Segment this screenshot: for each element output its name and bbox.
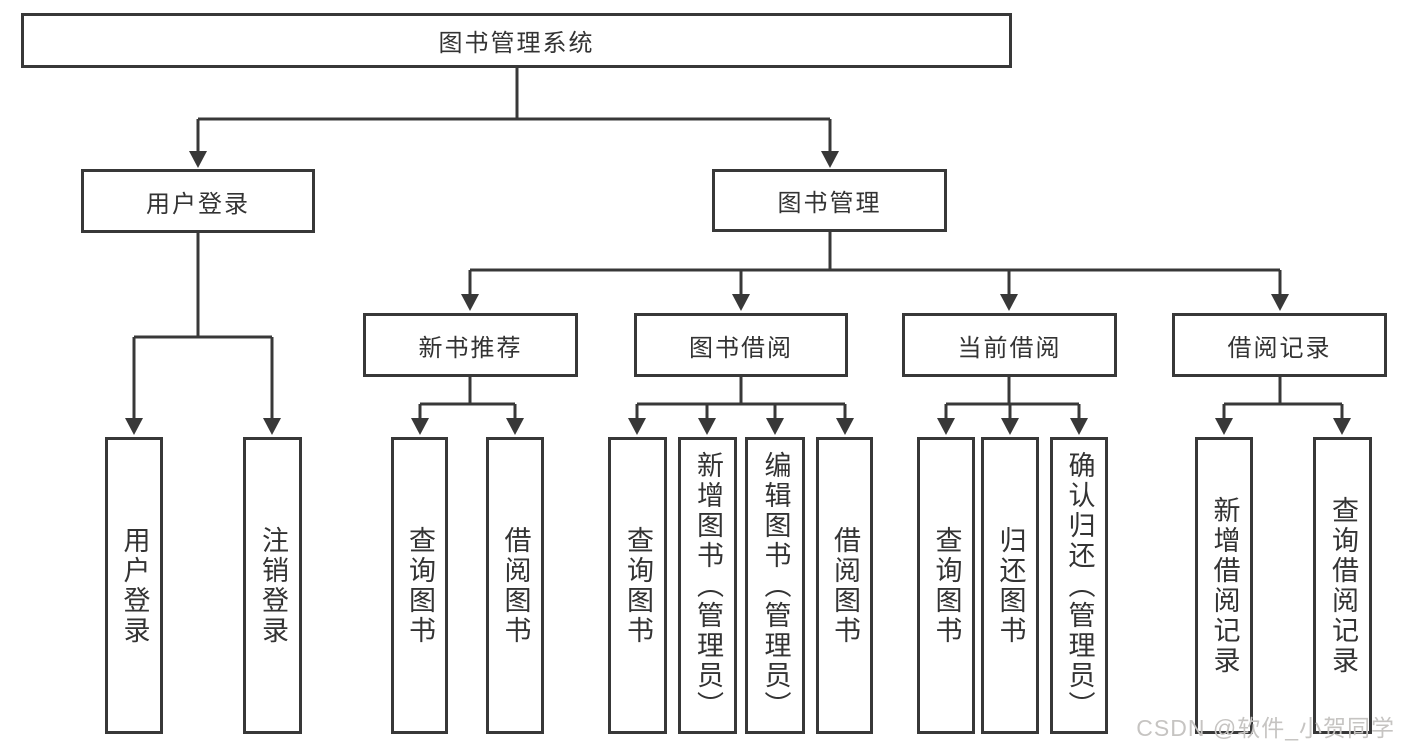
connector-user-to-leaves xyxy=(125,233,281,435)
connector-current-to-leaves xyxy=(937,377,1088,435)
node-library-management-system: 图书管理系统 xyxy=(21,13,1012,68)
node-borrow-records-label: 借阅记录 xyxy=(1227,334,1332,362)
leaf-add-borrow-record: 新增借阅记录 xyxy=(1195,437,1253,734)
leaf-logout-label: 注销登录 xyxy=(258,525,288,646)
leaf-recommend-borrow-books-label: 借阅图书 xyxy=(500,525,531,646)
leaf-return-books: 归还图书 xyxy=(981,437,1039,734)
node-library-management-system-label: 图书管理系统 xyxy=(438,30,595,57)
leaf-borrowing-query-books-label: 查询图书 xyxy=(623,525,653,646)
leaf-confirm-return-admin-label: 确认归还（管理员） xyxy=(1064,450,1095,721)
node-book-management-label: 图书管理 xyxy=(777,190,882,217)
connector-recommend-to-leaves xyxy=(411,377,524,435)
leaf-query-borrow-record-label: 查询借阅记录 xyxy=(1328,495,1358,676)
leaf-edit-books-admin-label: 编辑图书（管理员） xyxy=(760,450,791,721)
leaf-query-borrow-record: 查询借阅记录 xyxy=(1313,437,1372,734)
leaf-return-books-label: 归还图书 xyxy=(995,525,1026,646)
connector-management-to-sections xyxy=(461,232,1289,311)
csdn-watermark: CSDN @软件_小贺同学 xyxy=(1136,715,1395,741)
leaf-user-login-label: 用户登录 xyxy=(119,525,150,646)
leaf-borrowing-borrow-books-label: 借阅图书 xyxy=(830,525,860,646)
node-book-borrowing-label: 图书借阅 xyxy=(689,334,793,362)
node-current-borrowing: 当前借阅 xyxy=(902,313,1117,377)
connector-root-to-level2 xyxy=(189,68,839,168)
leaf-add-books-admin-label: 新增图书（管理员） xyxy=(693,450,723,721)
leaf-current-query-books: 查询图书 xyxy=(917,437,975,734)
leaf-edit-books-admin: 编辑图书（管理员） xyxy=(745,437,805,734)
leaf-current-query-books-label: 查询图书 xyxy=(931,525,962,646)
leaf-recommend-query-books: 查询图书 xyxy=(391,437,448,734)
leaf-add-books-admin: 新增图书（管理员） xyxy=(678,437,737,734)
node-new-book-recommend-label: 新书推荐 xyxy=(418,334,523,362)
leaf-add-borrow-record-label: 新增借阅记录 xyxy=(1209,495,1240,676)
node-book-management: 图书管理 xyxy=(712,169,947,232)
node-new-book-recommend: 新书推荐 xyxy=(363,313,578,377)
leaf-borrowing-borrow-books: 借阅图书 xyxy=(816,437,873,734)
leaf-user-login: 用户登录 xyxy=(105,437,163,734)
leaf-recommend-query-books-label: 查询图书 xyxy=(405,525,435,646)
connector-borrowing-to-leaves xyxy=(628,377,854,435)
node-borrow-records: 借阅记录 xyxy=(1172,313,1387,377)
node-current-borrowing-label: 当前借阅 xyxy=(957,334,1062,362)
node-user-login-label: 用户登录 xyxy=(146,190,250,218)
node-user-login: 用户登录 xyxy=(81,169,315,233)
leaf-recommend-borrow-books: 借阅图书 xyxy=(486,437,544,734)
leaf-logout: 注销登录 xyxy=(243,437,302,734)
leaf-borrowing-query-books: 查询图书 xyxy=(608,437,667,734)
connector-records-to-leaves xyxy=(1215,377,1351,435)
leaf-confirm-return-admin: 确认归还（管理员） xyxy=(1050,437,1108,734)
node-book-borrowing: 图书借阅 xyxy=(634,313,848,377)
